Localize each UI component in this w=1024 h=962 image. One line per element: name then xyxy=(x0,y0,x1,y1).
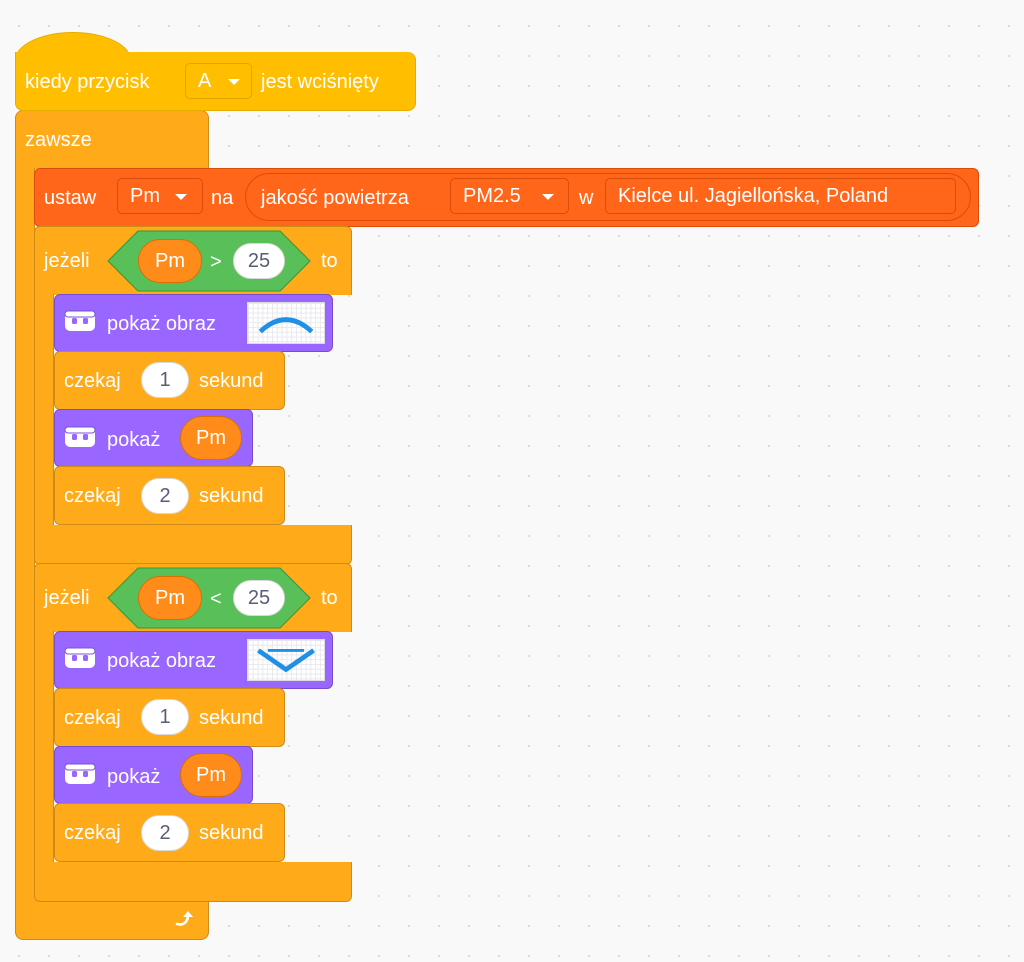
air-quality-label: jakość powietrza xyxy=(261,187,409,209)
pm-variable-reporter[interactable]: Pm xyxy=(138,576,202,620)
set-to-label: na xyxy=(211,187,234,209)
chevron-down-icon xyxy=(228,79,240,85)
hat-pressed-label: jest wciśnięty xyxy=(261,71,379,93)
greater-than-symbol: > xyxy=(210,251,222,273)
hat-when-label: kiedy przycisk xyxy=(25,71,150,93)
location-field[interactable]: Kielce ul. Jagiellońska, Poland xyxy=(605,178,956,214)
chevron-down-icon xyxy=(175,194,187,200)
threshold-input[interactable]: 25 xyxy=(233,243,285,279)
pm-variable-reporter[interactable]: Pm xyxy=(180,753,242,797)
metric-dropdown-value: PM2.5 xyxy=(463,185,521,207)
if-label: jeżeli xyxy=(44,250,90,272)
variable-dropdown-value: Pm xyxy=(130,185,160,207)
show-label: pokaż xyxy=(107,429,161,451)
forever-label: zawsze xyxy=(25,129,92,151)
seconds-unit-label: sekund xyxy=(199,370,264,392)
if-block-arm xyxy=(34,631,54,863)
robot-icon xyxy=(64,763,96,784)
wait-seconds-input[interactable]: 1 xyxy=(141,362,189,398)
location-in-label: w xyxy=(579,187,594,209)
if-block-bottom xyxy=(34,862,352,902)
seconds-unit-label: sekund xyxy=(199,707,264,729)
show-label: pokaż xyxy=(107,766,161,788)
chevron-down-icon xyxy=(542,194,554,200)
robot-icon xyxy=(64,647,96,668)
if-block-arm xyxy=(34,294,54,526)
seconds-unit-label: sekund xyxy=(199,822,264,844)
show-image-label: pokaż obraz xyxy=(107,313,216,335)
robot-icon xyxy=(64,426,96,447)
wait-label: czekaj xyxy=(64,822,121,844)
loop-arrow-icon xyxy=(175,911,193,926)
robot-icon xyxy=(64,310,96,331)
location-value: Kielce ul. Jagiellońska, Poland xyxy=(618,185,889,207)
variable-dropdown[interactable]: Pm xyxy=(117,178,203,214)
forever-arm xyxy=(15,168,35,880)
less-than-symbol: < xyxy=(210,588,222,610)
then-label: to xyxy=(321,250,338,272)
wait-label: czekaj xyxy=(64,370,121,392)
smile-mouth-matrix-icon[interactable] xyxy=(247,639,325,681)
frown-mouth-matrix-icon[interactable] xyxy=(247,302,325,344)
wait-seconds-input[interactable]: 2 xyxy=(141,478,189,514)
threshold-input[interactable]: 25 xyxy=(233,580,285,616)
wait-seconds-input[interactable]: 1 xyxy=(141,699,189,735)
pm-variable-reporter[interactable]: Pm xyxy=(180,416,242,460)
wait-label: czekaj xyxy=(64,485,121,507)
if-block-bottom xyxy=(34,525,352,565)
show-image-label: pokaż obraz xyxy=(107,650,216,672)
set-label: ustaw xyxy=(44,187,97,209)
then-label: to xyxy=(321,587,338,609)
wait-label: czekaj xyxy=(64,707,121,729)
button-dropdown[interactable]: A xyxy=(185,63,252,99)
metric-dropdown[interactable]: PM2.5 xyxy=(450,178,569,214)
button-dropdown-value: A xyxy=(198,70,212,92)
wait-seconds-input[interactable]: 2 xyxy=(141,815,189,851)
seconds-unit-label: sekund xyxy=(199,485,264,507)
if-label: jeżeli xyxy=(44,587,90,609)
pm-variable-reporter[interactable]: Pm xyxy=(138,239,202,283)
